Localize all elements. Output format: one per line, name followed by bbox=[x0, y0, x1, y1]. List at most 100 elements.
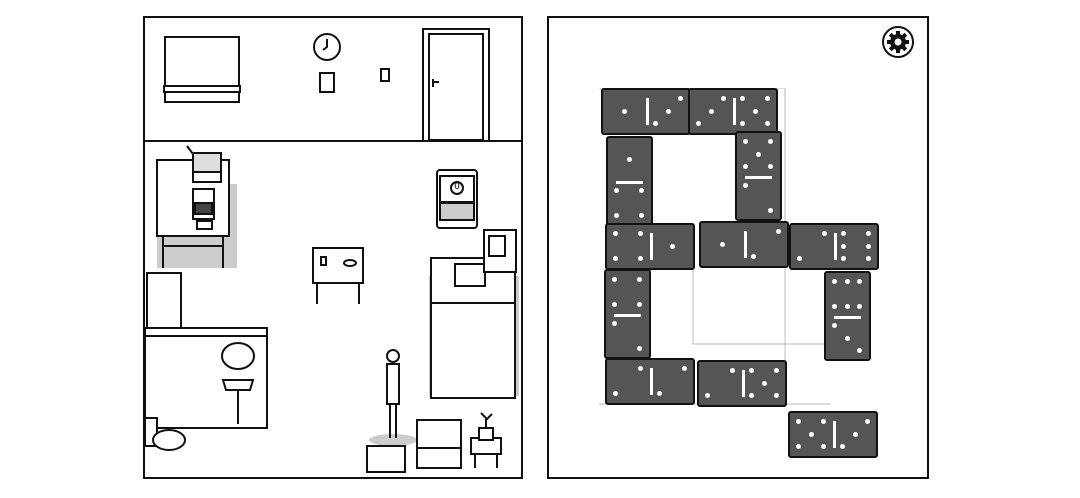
domino-4-2[interactable] bbox=[604, 269, 651, 359]
domino-pip bbox=[613, 255, 619, 261]
domino-pip bbox=[681, 366, 687, 372]
domino-pip bbox=[796, 443, 802, 449]
domino-2-5[interactable] bbox=[697, 360, 787, 407]
domino-pip bbox=[841, 243, 847, 249]
domino-pip bbox=[755, 151, 761, 157]
domino-pip bbox=[612, 277, 618, 283]
domino-pip bbox=[613, 231, 619, 237]
gear-icon bbox=[882, 26, 914, 58]
toilet[interactable] bbox=[145, 417, 186, 451]
domino-4-1[interactable] bbox=[605, 223, 695, 270]
domino-pip bbox=[773, 392, 779, 398]
domino-divider bbox=[743, 231, 747, 258]
domino-pip bbox=[657, 390, 663, 396]
domino-divider bbox=[833, 233, 837, 260]
domino-divider bbox=[832, 421, 836, 448]
domino-pip bbox=[808, 431, 814, 437]
domino-5-3[interactable] bbox=[788, 411, 878, 458]
domino-pip bbox=[696, 120, 702, 126]
domino-pip bbox=[751, 253, 757, 259]
domino-pip bbox=[621, 108, 627, 114]
clock-icon[interactable] bbox=[313, 33, 341, 61]
domino-pip bbox=[677, 96, 683, 102]
domino-pip bbox=[626, 156, 632, 162]
domino-divider bbox=[745, 175, 772, 179]
domino-pip bbox=[767, 139, 773, 145]
bathroom bbox=[145, 327, 268, 451]
small-table[interactable] bbox=[312, 247, 364, 304]
domino-divider bbox=[645, 98, 649, 125]
domino-pip bbox=[773, 368, 779, 374]
domino-pip bbox=[852, 431, 858, 437]
domino-pip bbox=[743, 139, 749, 145]
domino-pip bbox=[865, 243, 871, 249]
domino-pip bbox=[637, 231, 643, 237]
domino-pip bbox=[653, 120, 659, 126]
domino-pip bbox=[638, 188, 644, 194]
step-box[interactable] bbox=[366, 445, 406, 473]
domino-pip bbox=[729, 368, 735, 374]
domino-pip bbox=[840, 443, 846, 449]
domino-pip bbox=[749, 392, 755, 398]
domino-pip bbox=[831, 303, 837, 309]
domino-pip bbox=[637, 255, 643, 261]
domino-pip bbox=[638, 212, 644, 218]
domino-divider bbox=[614, 313, 641, 317]
domino-pip bbox=[864, 419, 870, 425]
domino-2-2[interactable] bbox=[605, 358, 695, 405]
domino-5-2[interactable] bbox=[735, 131, 782, 221]
domino-pip bbox=[796, 419, 802, 425]
bed[interactable] bbox=[429, 229, 519, 399]
player-character bbox=[369, 349, 417, 446]
domino-pip bbox=[669, 243, 675, 249]
domino-pip bbox=[841, 256, 847, 262]
domino-1-4[interactable] bbox=[606, 136, 653, 226]
domino-2-6[interactable] bbox=[789, 223, 879, 270]
domino-pip bbox=[637, 366, 643, 372]
domino-pip bbox=[775, 229, 781, 235]
domino-pip bbox=[841, 230, 847, 236]
domino-pip bbox=[820, 443, 826, 449]
domino-pip bbox=[719, 241, 725, 247]
domino-pip bbox=[764, 120, 770, 126]
domino-divider bbox=[732, 98, 736, 125]
domino-pip bbox=[856, 347, 862, 353]
domino-pip bbox=[767, 163, 773, 169]
chair[interactable] bbox=[436, 169, 478, 229]
domino-pip bbox=[720, 96, 726, 102]
window[interactable] bbox=[163, 36, 241, 103]
note-paper[interactable] bbox=[319, 72, 335, 93]
domino-pip bbox=[612, 301, 618, 307]
domino-divider bbox=[616, 180, 643, 184]
domino-pip bbox=[665, 108, 671, 114]
sink[interactable] bbox=[221, 379, 255, 391]
settings-button[interactable] bbox=[882, 26, 914, 58]
domino-pip bbox=[844, 303, 850, 309]
domino-3-5[interactable] bbox=[688, 88, 778, 135]
domino-pip bbox=[636, 301, 642, 307]
domino-6-3[interactable] bbox=[824, 271, 871, 361]
domino-1-3[interactable] bbox=[601, 88, 691, 135]
domino-pip bbox=[613, 390, 619, 396]
plant-pot[interactable] bbox=[470, 412, 502, 468]
desk[interactable] bbox=[156, 145, 230, 268]
domino-divider bbox=[741, 370, 745, 397]
domino-pip bbox=[705, 392, 711, 398]
nightstand[interactable] bbox=[416, 419, 462, 469]
domino-pip bbox=[832, 323, 838, 329]
domino-divider bbox=[649, 368, 653, 395]
domino-pip bbox=[865, 256, 871, 262]
domino-pip bbox=[749, 368, 755, 374]
domino-1-2[interactable] bbox=[699, 221, 789, 268]
domino-pip bbox=[740, 96, 746, 102]
domino-pip bbox=[636, 277, 642, 283]
light-switch[interactable] bbox=[380, 68, 390, 82]
mirror bbox=[221, 342, 255, 370]
domino-pip bbox=[857, 279, 863, 285]
domino-pip bbox=[821, 231, 827, 237]
room-scene bbox=[145, 28, 521, 473]
domino-pip bbox=[708, 108, 714, 114]
door[interactable] bbox=[422, 28, 490, 142]
cabinet[interactable] bbox=[146, 272, 182, 329]
domino-pip bbox=[752, 108, 758, 114]
